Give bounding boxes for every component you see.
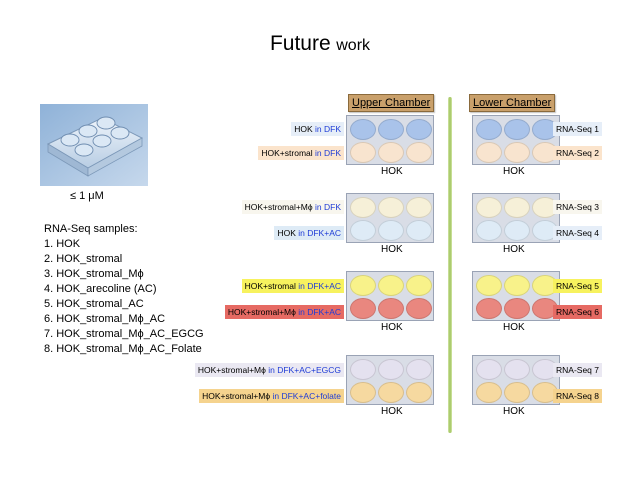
well bbox=[504, 382, 530, 403]
sample-list: RNA-Seq samples: 1. HOK 2. HOK_stromal 3… bbox=[44, 222, 204, 357]
well bbox=[476, 275, 502, 296]
well bbox=[504, 119, 530, 140]
rnaseq-label-8: RNA-Seq 8 bbox=[553, 389, 602, 403]
plate-label: HOK bbox=[381, 406, 403, 417]
well bbox=[350, 220, 376, 241]
well bbox=[378, 197, 404, 218]
well bbox=[406, 119, 432, 140]
lower-plate-3 bbox=[472, 271, 560, 321]
condition-label-2: HOK+stromal in DFK bbox=[258, 146, 344, 160]
well bbox=[378, 220, 404, 241]
well bbox=[378, 275, 404, 296]
sample-item: 2. HOK_stromal bbox=[44, 253, 123, 265]
upper-plate-1 bbox=[346, 115, 434, 165]
well bbox=[406, 220, 432, 241]
well bbox=[476, 382, 502, 403]
upper-chamber-header: Upper Chamber bbox=[348, 94, 435, 112]
lower-plate-1 bbox=[472, 115, 560, 165]
well bbox=[476, 298, 502, 319]
well bbox=[350, 382, 376, 403]
plate-label: HOK bbox=[381, 244, 403, 255]
condition-label-6: HOK+stromal+Mϕ in DFK+AC bbox=[224, 305, 344, 319]
sample-item: 5. HOK_stromal_AC bbox=[44, 298, 144, 310]
well bbox=[378, 359, 404, 380]
sample-item: 7. HOK_stromal_Mϕ_AC_EGCG bbox=[44, 328, 204, 340]
well bbox=[406, 382, 432, 403]
well bbox=[504, 142, 530, 163]
well bbox=[350, 298, 376, 319]
well bbox=[476, 197, 502, 218]
plate-label: HOK bbox=[503, 244, 525, 255]
condition-label-8: HOK+stromal+Mϕ in DFK+AC+folate bbox=[199, 389, 344, 403]
well bbox=[350, 275, 376, 296]
well bbox=[406, 359, 432, 380]
lower-plate-2 bbox=[472, 193, 560, 243]
rnaseq-label-1: RNA-Seq 1 bbox=[553, 122, 602, 136]
well bbox=[476, 142, 502, 163]
condition-label-5: HOK+stromal in DFK+AC bbox=[241, 279, 344, 293]
well bbox=[504, 197, 530, 218]
chamber-divider bbox=[448, 97, 452, 433]
well bbox=[406, 142, 432, 163]
condition-label-3: HOK+stromal+Mϕ in DFK bbox=[241, 200, 344, 214]
well bbox=[476, 220, 502, 241]
well bbox=[406, 197, 432, 218]
condition-label-7: HOK+stromal+Mϕ in DFK+AC+EGCG bbox=[194, 363, 344, 377]
well bbox=[476, 119, 502, 140]
plate-label: HOK bbox=[503, 406, 525, 417]
rnaseq-label-7: RNA-Seq 7 bbox=[553, 363, 602, 377]
well bbox=[476, 359, 502, 380]
slide-title: Future work bbox=[0, 32, 640, 56]
title-main: Future bbox=[269, 32, 331, 55]
lower-plate-4 bbox=[472, 355, 560, 405]
upper-plate-4 bbox=[346, 355, 434, 405]
rnaseq-label-3: RNA-Seq 3 bbox=[553, 200, 602, 214]
well bbox=[504, 298, 530, 319]
well bbox=[378, 119, 404, 140]
rnaseq-label-6: RNA-Seq 6 bbox=[553, 305, 602, 319]
sample-item: 4. HOK_arecoline (AC) bbox=[44, 283, 157, 295]
upper-plate-2 bbox=[346, 193, 434, 243]
plate-label: HOK bbox=[381, 166, 403, 177]
well bbox=[350, 119, 376, 140]
rnaseq-label-5: RNA-Seq 5 bbox=[553, 279, 602, 293]
well bbox=[406, 298, 432, 319]
well bbox=[504, 359, 530, 380]
sample-item: 3. HOK_stromal_Mϕ bbox=[44, 268, 144, 280]
well bbox=[350, 142, 376, 163]
well bbox=[504, 220, 530, 241]
sample-item: 1. HOK bbox=[44, 238, 81, 250]
rnaseq-label-2: RNA-Seq 2 bbox=[553, 146, 602, 160]
well bbox=[378, 142, 404, 163]
rnaseq-label-4: RNA-Seq 4 bbox=[553, 226, 602, 240]
sample-item: 6. HOK_stromal_Mϕ_AC bbox=[44, 313, 166, 325]
well bbox=[504, 275, 530, 296]
concentration-label: ≤ 1 μM bbox=[70, 190, 104, 202]
plate-label: HOK bbox=[503, 322, 525, 333]
upper-plate-3 bbox=[346, 271, 434, 321]
well bbox=[378, 382, 404, 403]
plate-label: HOK bbox=[381, 322, 403, 333]
well bbox=[350, 197, 376, 218]
sample-item: 8. HOK_stromal_Mϕ_AC_Folate bbox=[44, 343, 202, 355]
lower-chamber-header: Lower Chamber bbox=[469, 94, 556, 112]
condition-label-4: HOK in DFK+AC bbox=[274, 226, 344, 240]
well bbox=[406, 275, 432, 296]
title-sub: work bbox=[336, 37, 371, 54]
well bbox=[378, 298, 404, 319]
sample-list-heading: RNA-Seq samples: bbox=[44, 223, 138, 235]
plate-label: HOK bbox=[503, 166, 525, 177]
well bbox=[350, 359, 376, 380]
condition-label-1: HOK in DFK bbox=[291, 122, 344, 136]
transwell-plate-photo bbox=[40, 104, 148, 186]
